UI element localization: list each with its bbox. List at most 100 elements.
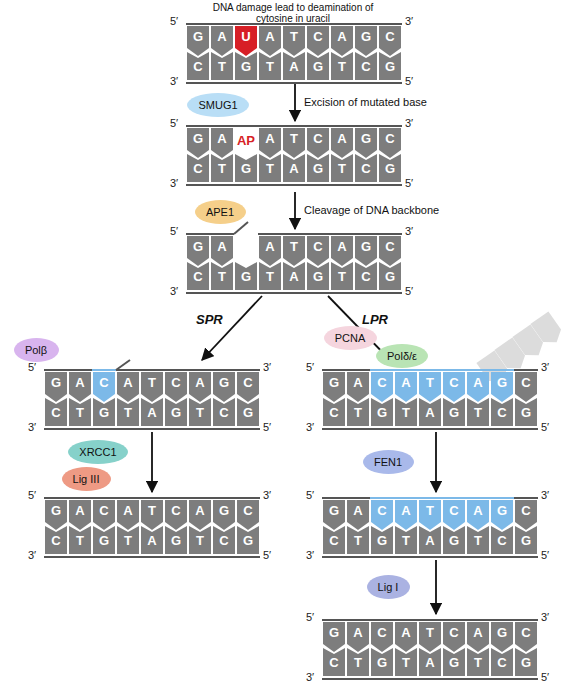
base-letter: G [92, 532, 116, 550]
strand-end: 3′ [405, 116, 413, 130]
nucleotide-block [237, 398, 259, 426]
nucleotide-block [467, 500, 489, 530]
nucleotide-block [443, 500, 465, 530]
base-letter: G [234, 160, 258, 178]
dna-backbone [346, 497, 370, 499]
base-letter: A [330, 130, 354, 148]
strand-end: 5′ [541, 670, 549, 684]
base-letter: C [164, 374, 188, 392]
dna-backbone [442, 497, 466, 499]
nucleotide-block [259, 52, 281, 80]
base-letter: T [140, 502, 164, 520]
base-letter: G [234, 268, 258, 286]
base-letter: C [212, 532, 236, 550]
base-letter: C [514, 624, 538, 642]
base-letter: C [370, 624, 394, 642]
enzyme-blob: SMUG1 [187, 93, 249, 117]
base-letter: G [442, 532, 466, 550]
base-letter: C [490, 404, 514, 422]
nucleotide-block [331, 154, 353, 182]
nucleotide-block [323, 372, 345, 402]
nucleotide-block [165, 398, 187, 426]
nucleotide-block [307, 236, 329, 266]
step-label: Cleavage of DNA backbone [304, 204, 439, 216]
nucleotide-block [211, 52, 233, 80]
dna-backbone [322, 497, 346, 499]
dna-backbone [188, 497, 212, 499]
strand-end: 5′ [263, 420, 271, 434]
base-letter: C [442, 374, 466, 392]
base-letter: G [378, 268, 402, 286]
strand-end: 5′ [28, 360, 36, 374]
strand-end: 5′ [405, 74, 413, 88]
base-letter: G [164, 532, 188, 550]
dna-backbone [210, 125, 234, 127]
dna-backbone [306, 125, 330, 127]
dna-backbone [354, 233, 378, 235]
base-letter: A [258, 130, 282, 148]
base-letter: T [116, 532, 140, 550]
nucleotide-block [395, 622, 417, 652]
nucleotide-block [419, 526, 441, 554]
nucleotide-block [395, 372, 417, 402]
base-letter: T [418, 502, 442, 520]
nucleotide-block [45, 526, 67, 554]
strand-end: 3′ [306, 548, 314, 562]
base-letter: C [186, 160, 210, 178]
base-letter: A [188, 374, 212, 392]
nucleotide-block [347, 648, 369, 676]
dna-backbone [186, 125, 210, 127]
base-letter: T [394, 532, 418, 550]
nucleotide-block [379, 262, 401, 290]
nucleotide-block [467, 372, 489, 402]
nucleotide-block [419, 372, 441, 402]
strand-end: 3′ [541, 360, 549, 374]
dna-backbone [346, 619, 370, 621]
nucleotide-block [45, 372, 67, 402]
nucleotide-block [331, 262, 353, 290]
base-letter: G [378, 160, 402, 178]
nucleotide-block [395, 648, 417, 676]
base-letter: T [282, 238, 306, 256]
base-letter: A [466, 502, 490, 520]
base-letter: A [116, 374, 140, 392]
base-letter: G [354, 130, 378, 148]
dna-backbone [258, 233, 282, 235]
nucleotide-block [467, 398, 489, 426]
nucleotide-block [187, 262, 209, 290]
nucleotide-block [259, 154, 281, 182]
strand-end: 5′ [541, 548, 549, 562]
enzyme-name: Polδ/ε [387, 350, 417, 362]
nucleotide-block [259, 262, 281, 290]
nucleotide-block [355, 26, 377, 56]
nucleotide-block [213, 372, 235, 402]
nucleotide-block [395, 500, 417, 530]
base-letter: A [346, 624, 370, 642]
base-letter: A [346, 502, 370, 520]
nucleotide-block [491, 526, 513, 554]
nucleotide-block [371, 526, 393, 554]
base-letter: G [306, 58, 330, 76]
dna-backbone [282, 233, 306, 235]
base-letter: G [378, 58, 402, 76]
dna-backbone [322, 678, 538, 680]
nucleotide-block [331, 128, 353, 158]
pathway-label: LPR [362, 312, 388, 327]
strand-end: 3′ [263, 360, 271, 374]
dna-backbone [322, 556, 538, 558]
base-letter: G [306, 268, 330, 286]
nucleotide-block [165, 372, 187, 402]
nucleotide-block [395, 398, 417, 426]
base-letter: A [394, 502, 418, 520]
base-letter: C [322, 532, 346, 550]
nucleotide-block [371, 398, 393, 426]
base-letter: C [186, 58, 210, 76]
nucleotide-block [165, 500, 187, 530]
dna-backbone [188, 369, 212, 371]
base-letter: C [490, 654, 514, 672]
enzyme-name: PCNA [335, 332, 366, 344]
nucleotide-block [355, 154, 377, 182]
base-letter: G [92, 404, 116, 422]
nucleotide-block [491, 398, 513, 426]
nucleotide-block [211, 262, 233, 290]
